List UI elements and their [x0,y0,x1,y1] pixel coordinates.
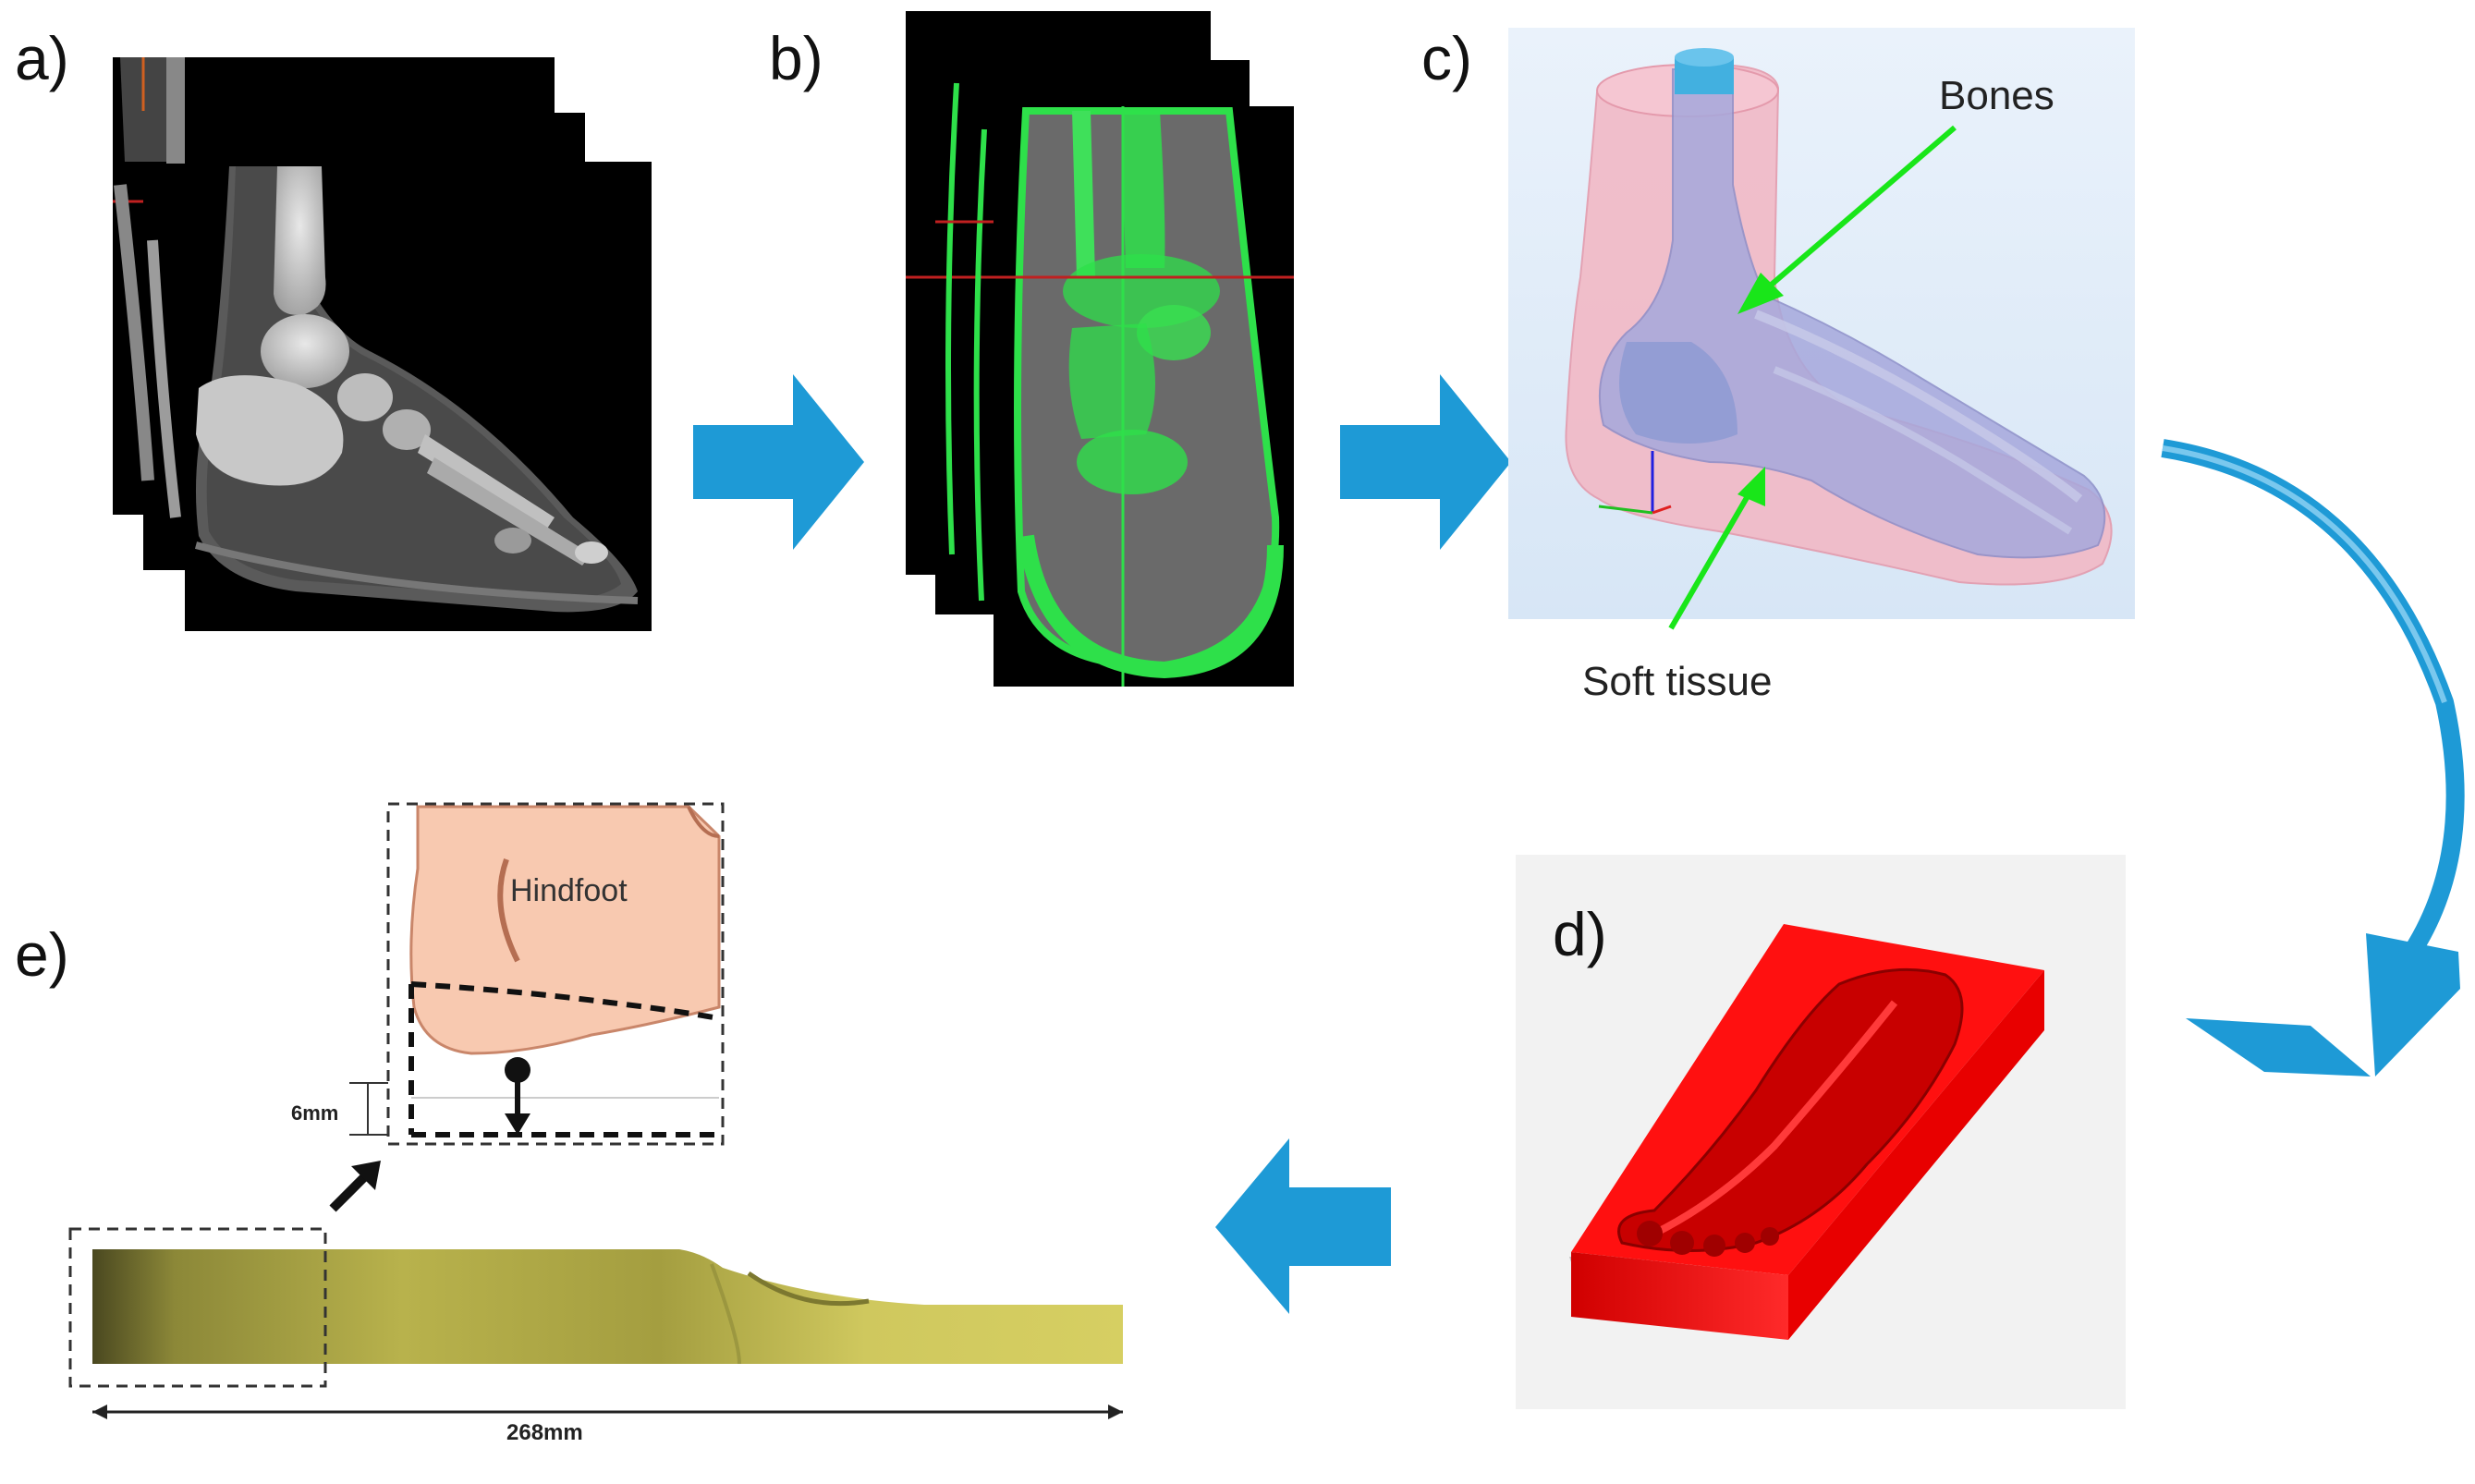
length-dimension-label: 268mm [506,1420,583,1445]
bones-annotation-arrow [1737,125,1957,314]
panel-a-ct-stack [113,57,652,631]
insole-shape [92,1249,1123,1364]
bones-label: Bones [1939,73,2054,118]
right-arrow-icon [693,374,864,550]
panel-a-label: a) [15,24,69,92]
soft-tissue-annotation-arrow [1668,467,1765,630]
diagonal-arrow-icon [329,1161,381,1212]
seg-slice-front [906,106,1294,687]
panel-b-segmented-stack [906,11,1294,687]
curved-arrow-icon [2161,439,2465,1077]
foot-cavity [1617,967,1964,1252]
panel-d-mold [1516,855,2126,1409]
panel-d-label: d) [1553,900,1607,968]
panel-c-3d-model: Bones Soft tissue [1508,28,2135,704]
soft-tissue-label: Soft tissue [1582,659,1772,704]
panel-e-label: e) [15,920,69,989]
depth-dimension-label: 6mm [291,1101,338,1125]
hindfoot-skin [409,805,721,1055]
right-arrow-icon [1340,374,1511,550]
ct-slice-front [185,162,652,631]
panel-b-label: b) [769,24,823,92]
panel-c-label: c) [1421,24,1472,92]
left-arrow-icon [1215,1138,1391,1314]
panel-e-insole: Hindfoot 6mm 268mm [68,802,1123,1445]
hindfoot-label: Hindfoot [510,873,628,908]
hindfoot-selection-box [68,1227,327,1388]
